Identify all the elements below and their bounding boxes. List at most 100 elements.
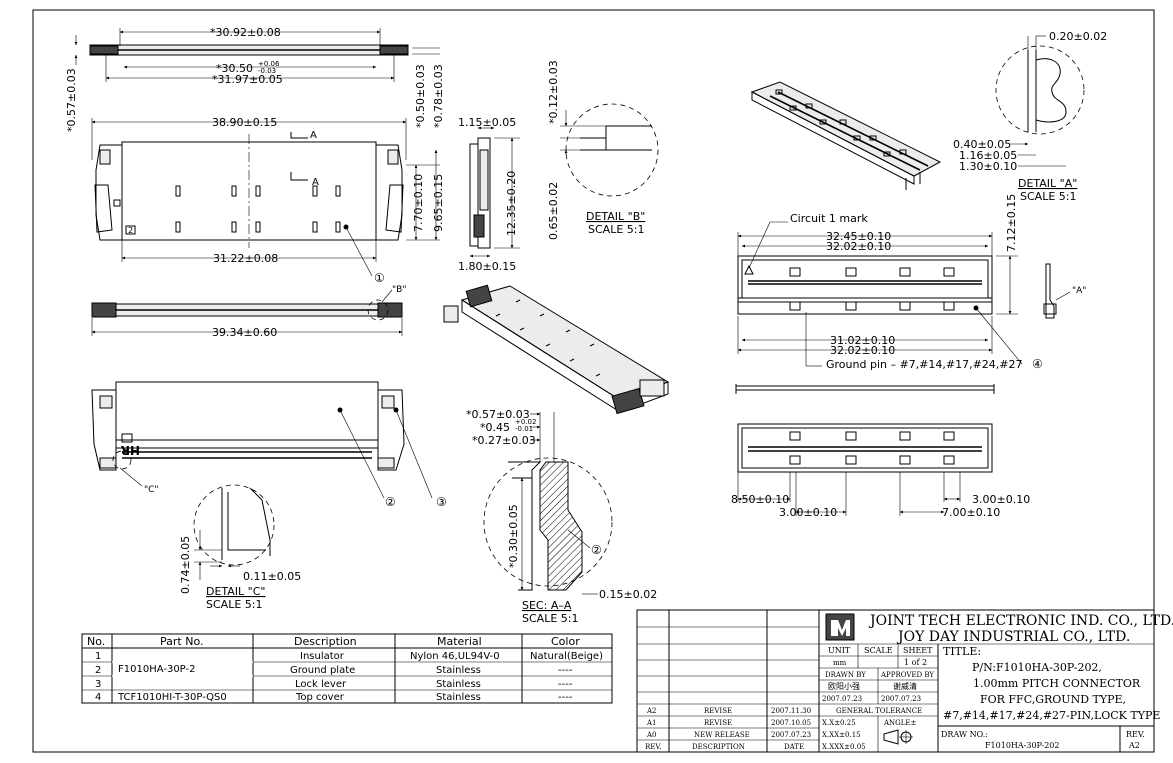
detail-a-ref: "A" [1072, 286, 1086, 296]
bom-row-2-no: 2 [95, 665, 101, 676]
dim-main-width: 38.90±0.15 [212, 116, 277, 129]
company-name-2: JOY DAY INDUSTRIAL CO., LTD. [896, 629, 1130, 645]
dim-cover-w4: 32.02±0.10 [830, 344, 895, 357]
circuit-mark-label: Circuit 1 mark [790, 212, 868, 225]
cover-bottom-plan: 8.50±0.10 3.00±0.10 3.00±0.10 7.00±0.10 [731, 423, 1030, 519]
dim-right-h2: *0.78±0.03 [432, 64, 445, 128]
bom-row-2-mat: Stainless [436, 665, 481, 676]
front-view: 38.90±0.15 2 A A 31.22±0.08 [91, 116, 445, 285]
bom-row-2-color: ---- [558, 665, 573, 676]
dim-cover-w3: 31.02±0.10 [830, 334, 895, 347]
hr-mark: HR [121, 443, 140, 457]
detail-a-title: DETAIL "A" [1018, 177, 1077, 190]
bom-table: No. Part No. Description Material Color … [81, 633, 613, 704]
dim-detail-b-h2: 0.65±0.02 [547, 182, 560, 240]
rev-value: A2 [1128, 741, 1140, 750]
dim-top-overall: *31.97±0.05 [212, 73, 283, 86]
dim-cover-w2: 32.02±0.10 [826, 240, 891, 253]
unit-label: UNIT [828, 646, 851, 655]
drawn-date: 2007.07.23 [822, 695, 862, 703]
approved-date: 2007.07.23 [881, 695, 921, 703]
unit-value: mm [833, 659, 847, 667]
dim-main-pitch: 31.22±0.08 [213, 252, 278, 265]
lower-view: HR ② ③ "C" [91, 381, 447, 509]
drawn-by-label: DRAWN BY [825, 671, 866, 679]
scale-label: SCALE [864, 646, 893, 655]
dim-side-top: 1.15±0.05 [458, 116, 516, 129]
draw-no-label: DRAW NO.: [941, 730, 988, 739]
general-tolerance-label: GENERAL TOLERANCE [836, 707, 922, 715]
detail-c: 0.74±0.05 0.11±0.05 DETAIL "C" SCALE 5:1 [179, 484, 301, 611]
dim-right-h1: *0.50±0.03 [414, 64, 427, 128]
dim-detail-c-w: 0.11±0.05 [243, 570, 301, 583]
dim-sec-t2: *0.45 [480, 421, 510, 434]
cover-strip [735, 384, 995, 394]
bom-row-4-no: 4 [95, 692, 101, 703]
dim-side-bottom: 1.80±0.15 [458, 260, 516, 273]
sheet-label: SHEET [903, 646, 933, 655]
drawn-by-name: 欧阳小强 [828, 681, 860, 691]
bom-row-1-no: 1 [95, 651, 101, 662]
bom-row-2-desc: Ground plate [290, 665, 355, 676]
title-line-4: #7,#14,#17,#24,#27-PIN,LOCK TYPE [943, 709, 1160, 722]
dim-sec-t2-tol-up: +0.02 [515, 418, 536, 426]
dim-top-left-height: *0.57±0.03 [65, 68, 78, 132]
sheet-border [32, 9, 1155, 753]
bom-row-1-mat: Nylon 46,UL94V-0 [410, 651, 500, 662]
rev-row-2-rev: A1 [646, 719, 657, 727]
rev-row-1-date: 2007.11.30 [771, 707, 811, 715]
balloon-2-sec: ② [591, 543, 602, 557]
dim-top-inner-tol-dn: -0.03 [258, 67, 276, 75]
balloon-3-lower: ③ [436, 495, 447, 509]
dim-detail-b-h1: *0.12±0.03 [547, 60, 560, 124]
title-block: A2 REVISE 2007.11.30 A1 REVISE 2007.10.0… [636, 609, 1173, 753]
side-view: 1.15±0.05 12.35±0.20 1.80±0.15 [458, 116, 520, 273]
section-mark-a-bottom: A [312, 177, 319, 188]
bottom-view: "B" 39.34±0.60 [91, 285, 406, 339]
iso-top-cover [750, 81, 942, 190]
bom-header-part: Part No. [160, 635, 203, 648]
bom-row-3-desc: Lock lever [295, 679, 347, 690]
dim-main-h2: 9.65±0.15 [432, 174, 445, 232]
detail-c-title: DETAIL "C" [206, 585, 265, 598]
top-view: *30.92±0.08 *30.50 +0.06 -0.03 *31.97±0.… [65, 26, 445, 132]
dim-sec-b: 0.15±0.02 [599, 588, 657, 601]
rev-row-3-date: 2007.07.23 [771, 731, 811, 739]
rev-header-desc: DESCRIPTION [692, 743, 745, 751]
projection-symbol-icon [883, 729, 913, 745]
rev-row-3-desc: NEW RELEASE [694, 731, 750, 739]
dim-bottom-width: 39.34±0.60 [212, 326, 277, 339]
bom-row-4-part: TCF1010HI-T-30P-QS0 [117, 692, 227, 703]
dim-detail-a-top: 0.20±0.02 [1049, 30, 1107, 43]
tol-2: X.XX±0.15 [822, 731, 861, 739]
detail-a-scale: SCALE 5:1 [1020, 190, 1076, 203]
detail-c-ref: "C" [144, 485, 159, 495]
rev-header-date: DATE [784, 743, 804, 751]
rev-row-1-desc: REVISE [704, 707, 732, 715]
company-name-1: JOINT TECH ELECTRONIC IND. CO., LTD. [868, 613, 1173, 629]
approved-by-name: 谢威清 [893, 681, 917, 691]
bom-header-no: No. [87, 635, 105, 648]
dim-cover-b3: 3.00±0.10 [972, 493, 1030, 506]
bom-header-mat: Material [437, 635, 482, 648]
tol-1: X.X±0.25 [822, 719, 856, 727]
title-line-2: 1.00mm PITCH CONNECTOR [973, 677, 1141, 690]
detail-c-scale: SCALE 5:1 [206, 598, 262, 611]
rev-label: REV. [1126, 730, 1145, 739]
cover-plan: Circuit 1 mark 32.45±0.10 32.02±0.10 7.1… [737, 194, 1086, 371]
section-a-a: *0.57±0.03 *0.45 +0.02 -0.01 *0.27±0.03 … [466, 408, 657, 625]
section-mark-a-top: A [310, 130, 317, 141]
rev-row-2-desc: REVISE [704, 719, 732, 727]
iso-connector [443, 284, 670, 415]
rev-header-rev: REV. [645, 743, 661, 751]
dim-top-inner-tol-up: +0.06 [258, 60, 280, 68]
bom-row-4-color: ---- [558, 692, 573, 703]
dim-cover-b1: 8.50±0.10 [731, 493, 789, 506]
dim-top-inner: *30.50 [216, 62, 253, 75]
dim-detail-c-h: 0.74±0.05 [179, 536, 192, 594]
dim-cover-b2: 3.00±0.10 [779, 506, 837, 519]
balloon-2-lower: ② [385, 495, 396, 509]
tol-3: X.XXX±0.05 [822, 743, 866, 751]
dim-top-width: *30.92±0.08 [210, 26, 281, 39]
